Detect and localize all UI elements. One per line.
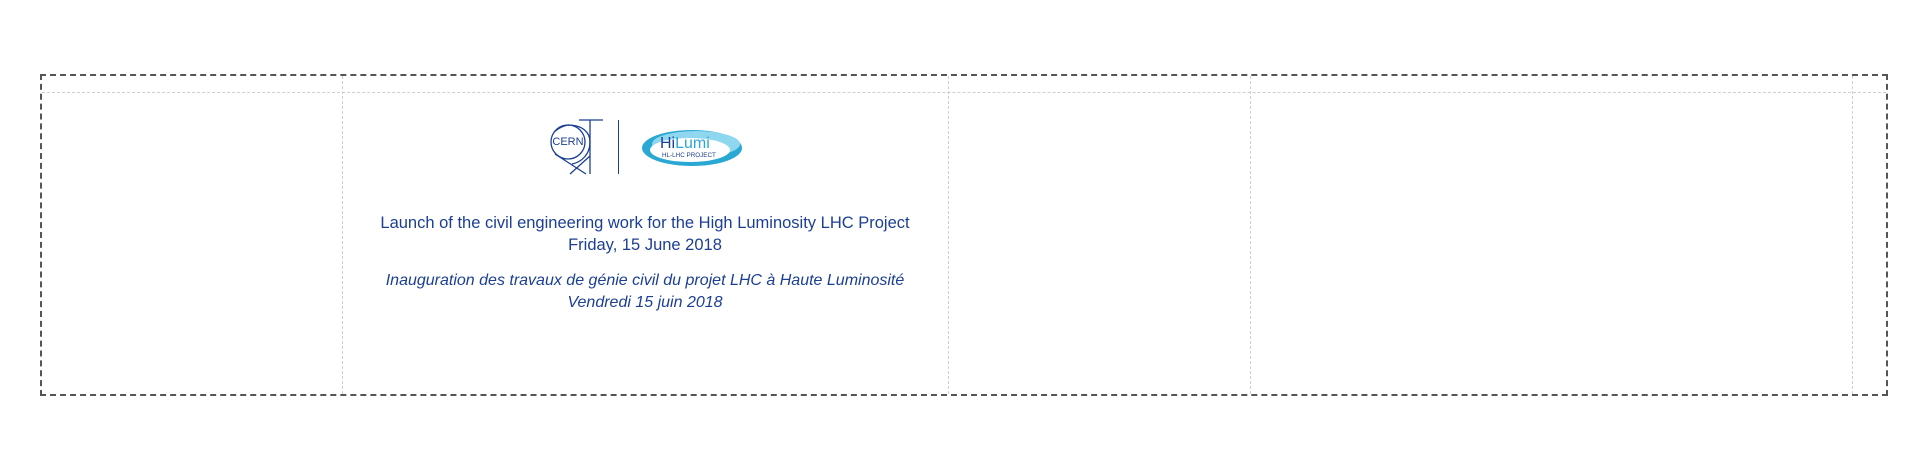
french-block: Inauguration des travaux de génie civil … <box>342 270 948 314</box>
fold-line-vertical-4 <box>1852 76 1853 394</box>
cern-wordmark: CERN <box>552 136 583 148</box>
fold-line-vertical-3 <box>1250 76 1251 394</box>
cern-logo-icon: CERN <box>550 119 603 175</box>
event-title-english: Launch of the civil engineering work for… <box>380 214 910 232</box>
event-title-french: Inauguration des travaux de génie civil … <box>385 272 905 289</box>
logo-row: CERN HiLumi HL-LHC PROJECT <box>342 118 948 178</box>
logo-divider <box>618 120 619 174</box>
cut-line-frame <box>40 74 1888 396</box>
event-date-french: Vendredi 15 juin 2018 <box>567 294 723 311</box>
event-date-english: Friday, 15 June 2018 <box>568 236 722 254</box>
hilumi-logo-icon: HiLumi HL-LHC PROJECT <box>642 130 742 166</box>
hilumi-tagline: HL-LHC PROJECT <box>662 152 716 159</box>
invitation-front-panel: CERN HiLumi HL-LHC PROJECT Launch of the… <box>342 92 948 392</box>
fold-line-horizontal <box>42 92 1886 93</box>
hilumi-wordmark-lumi: Lumi <box>675 135 710 152</box>
hilumi-wordmark: HiLumi <box>660 135 710 152</box>
fold-line-vertical-2 <box>948 76 949 394</box>
fold-line-vertical-1 <box>342 76 343 394</box>
invitation-text: Launch of the civil engineering work for… <box>342 212 948 314</box>
hilumi-wordmark-hi: Hi <box>660 135 675 152</box>
